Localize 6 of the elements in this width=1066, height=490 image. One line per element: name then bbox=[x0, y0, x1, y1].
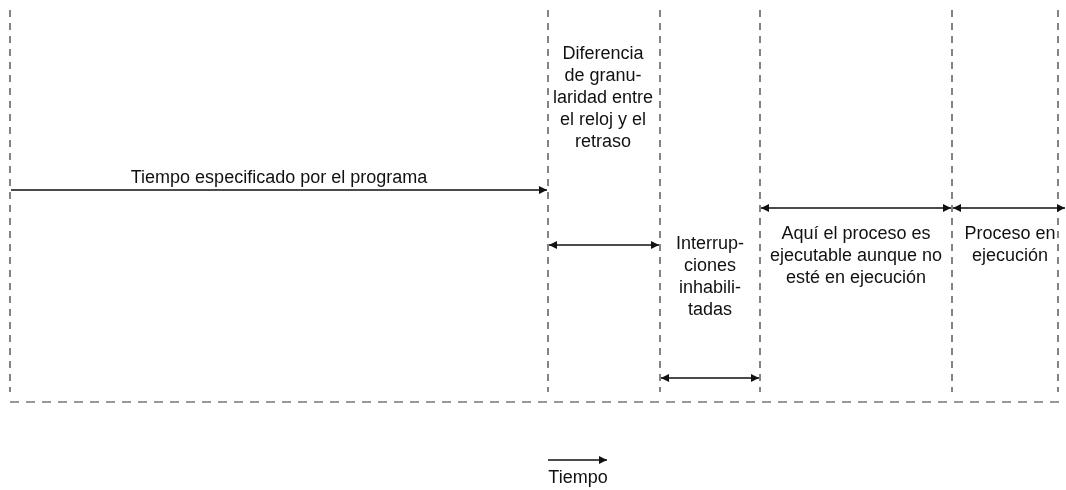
span-label: Tiempo especificado por el programa bbox=[129, 166, 429, 188]
span-label: Aquí el proceso es ejecutable aunque no esté en ejecución bbox=[768, 222, 944, 288]
span-label: Proceso en ejecución bbox=[963, 222, 1057, 266]
span-label: Diferencia de granu- laridad entre el reloj y el retraso bbox=[551, 42, 655, 152]
span-label: Interrup- ciones inhabili- tadas bbox=[675, 232, 745, 320]
axis-label: Tiempo bbox=[547, 466, 609, 488]
